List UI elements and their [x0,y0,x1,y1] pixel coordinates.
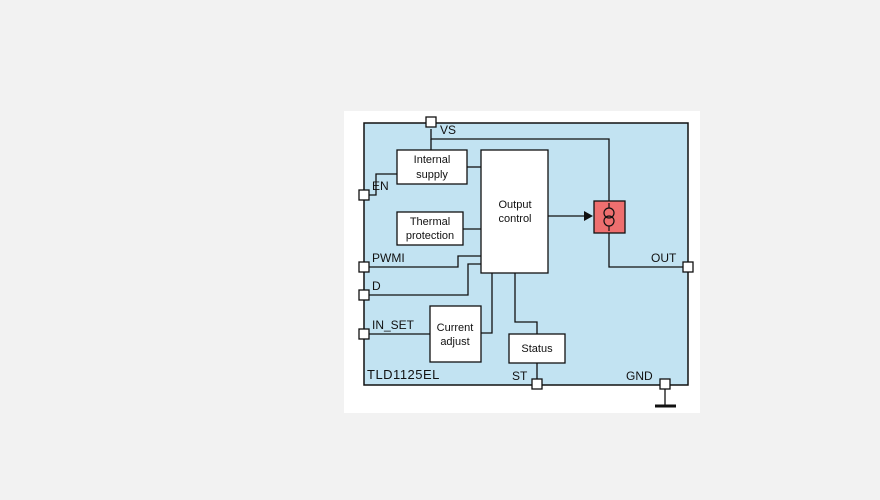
pin-label-pwmi: PWMI [372,251,405,265]
thermal-protection-line2: protection [406,230,454,242]
pin-en [358,189,370,201]
pin-gnd [659,378,671,390]
internal-supply-line1: Internal [414,154,451,166]
wire-pwmi [364,255,481,268]
wire-en [364,173,397,196]
output-control-line2: control [498,213,531,225]
pin-d [358,289,370,301]
pin-label-vs: VS [440,123,456,137]
wire-oc-status [514,273,538,334]
internal-supply-line2: supply [416,169,448,181]
wire-adjust-oc [481,273,493,334]
pin-label-in-set: IN_SET [372,318,415,332]
output-control-line1: Output [498,199,531,211]
output-control-block: Output control [480,149,549,274]
pin-label-gnd: GND [626,369,653,383]
wire-source-out [608,233,687,268]
pin-label-d: D [372,279,381,293]
wires [364,129,687,408]
status-label: Status [521,343,553,355]
pin-in-set [358,328,370,340]
status-block: Status [508,333,566,364]
arrow-head [584,211,593,221]
wire-d [364,263,481,296]
chip-name: TLD1125EL [367,367,440,382]
internal-supply-block: Internal supply [396,149,468,185]
current-adjust-line2: adjust [440,336,469,348]
current-adjust-block: Current adjust [429,305,482,363]
pin-label-en: EN [372,179,389,193]
wire-vs [430,129,610,201]
thermal-protection-line1: Thermal [410,216,450,228]
pin-label-out: OUT [651,251,677,265]
pin-st [531,378,543,390]
pin-out [682,261,694,273]
pin-pwmi [358,261,370,273]
pin-vs [425,116,437,128]
thermal-protection-block: Thermal protection [396,211,464,246]
pin-label-st: ST [512,369,528,383]
current-source-icon [593,200,626,234]
current-adjust-line1: Current [437,322,474,334]
